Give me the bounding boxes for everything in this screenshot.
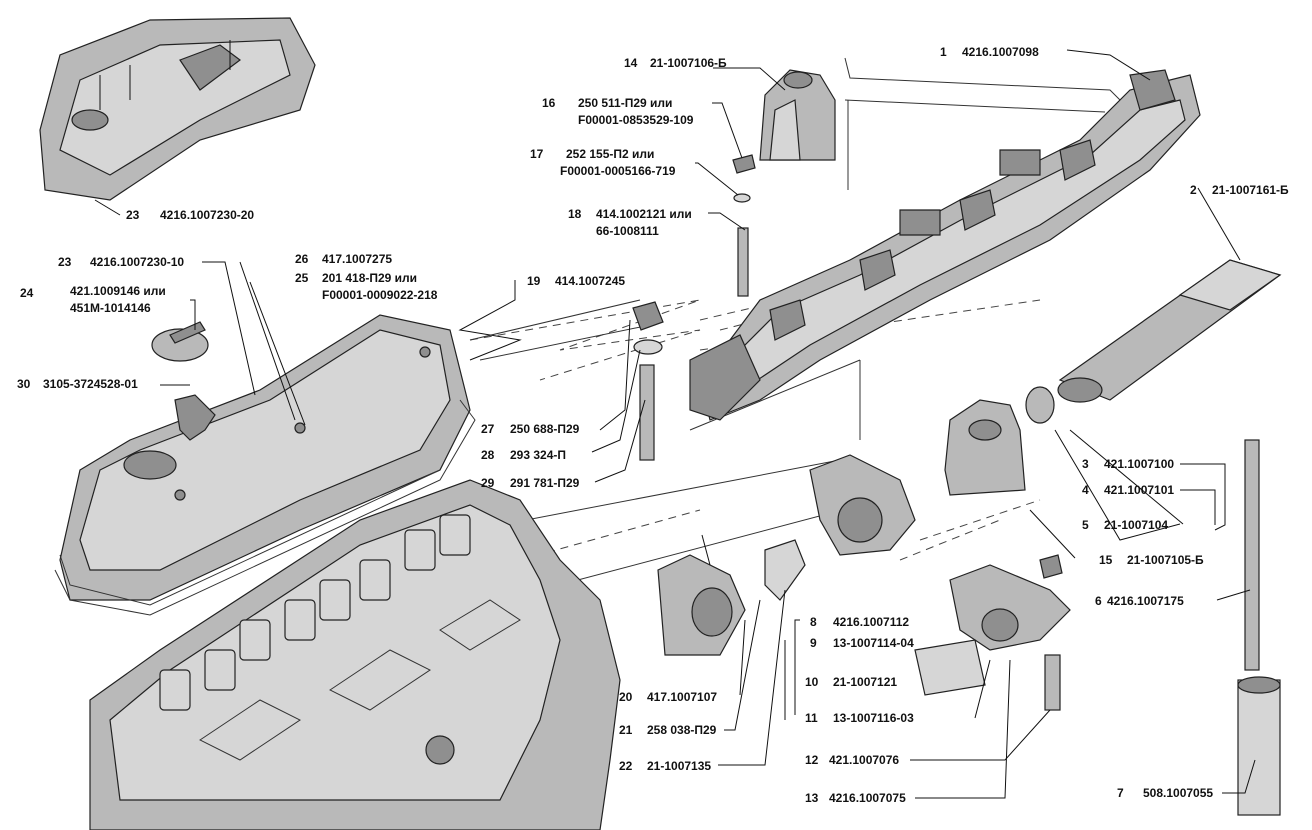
- callout-25-num: 25: [295, 271, 309, 285]
- callout-19-num: 19: [527, 274, 541, 288]
- callout-13-num: 13: [805, 791, 819, 805]
- adjust-screw: [1044, 654, 1061, 711]
- valve-cover-main: [54, 314, 476, 616]
- callout-13-code: 4216.1007075: [829, 791, 906, 805]
- shaft-plug: [1025, 386, 1055, 424]
- callout-1-num: 1: [940, 45, 947, 59]
- callout-12-code: 421.1007076: [829, 753, 899, 767]
- callout-11-num: 11: [805, 711, 818, 725]
- callout-27-code: 250 688-П29: [510, 422, 580, 436]
- callout-20-code: 417.1007107: [647, 690, 717, 704]
- callout-7-num: 7: [1117, 786, 1124, 800]
- locknut: [1039, 554, 1063, 579]
- pushrod: [1244, 439, 1260, 671]
- callout-12-num: 12: [805, 753, 819, 767]
- callout-19-code: 414.1007245: [555, 274, 625, 288]
- callout-14-code: 21-1007106-Б: [650, 56, 727, 70]
- valve-cover-small: [39, 17, 316, 201]
- callout-21-num: 21: [619, 723, 633, 737]
- callout-8-num: 8: [810, 615, 817, 629]
- callout-17-code: 252 155-П2 или: [566, 147, 654, 161]
- callout-7-code: 508.1007055: [1143, 786, 1213, 800]
- callout-3-code: 421.1007100: [1104, 457, 1174, 471]
- spring-washer: [764, 539, 806, 601]
- rocker-bracket-section: [759, 69, 836, 161]
- callout-9-code: 13-1007114-04: [833, 636, 914, 650]
- callout-2-num: 2: [1190, 183, 1197, 197]
- callout-25-code: 201 418-П29 или: [322, 271, 417, 285]
- callout-14-num: 14: [624, 56, 638, 70]
- rocker-shaft-assembly: [689, 69, 1201, 421]
- callout-10-code: 21-1007121: [833, 675, 897, 689]
- rocker-arm-with-bushing: [657, 554, 746, 656]
- callout-25-code-alt: F00001-0009022-218: [322, 288, 438, 302]
- engine-block: [89, 479, 621, 830]
- callout-30-num: 30: [17, 377, 31, 391]
- callout-22-num: 22: [619, 759, 633, 773]
- callout-labels: 1 4216.1007098 2 21-1007161-Б 3 421.1007…: [17, 45, 1289, 805]
- callout-8-code: 4216.1007112: [833, 615, 909, 629]
- valve-springs: [159, 514, 471, 711]
- callout-15-code: 21-1007105-Б: [1127, 553, 1204, 567]
- callout-30-code: 3105-3724528-01: [43, 377, 138, 391]
- callout-16-code: 250 511-П29 или: [578, 96, 672, 110]
- callout-22-code: 21-1007135: [647, 759, 711, 773]
- callout-3-num: 3: [1082, 457, 1089, 471]
- rocker-shaft: [1057, 259, 1282, 403]
- callout-16-code-alt: F00001-0853529-109: [578, 113, 694, 127]
- callout-26-num: 26: [295, 252, 309, 266]
- callout-28-code: 293 324-П: [510, 448, 566, 462]
- callout-24-code: 421.1009146 или: [70, 284, 166, 298]
- tube-opening: [1237, 676, 1281, 694]
- callout-5-code: 21-1007104: [1104, 518, 1168, 532]
- callout-27-num: 27: [481, 422, 495, 436]
- oil-filler-cap: [151, 321, 209, 362]
- intermediate-rocker: [809, 454, 916, 556]
- callout-16-num: 16: [542, 96, 556, 110]
- callout-24-num: 24: [20, 286, 34, 300]
- pushrod-tube: [1237, 679, 1281, 816]
- callout-9-num: 9: [810, 636, 817, 650]
- callout-18-num: 18: [568, 207, 582, 221]
- cotter-pin: [701, 534, 711, 566]
- callout-10-num: 10: [805, 675, 819, 689]
- fastener-stack-upper: [732, 154, 756, 297]
- callout-23a-num: 23: [126, 208, 140, 222]
- callout-28-num: 28: [481, 448, 495, 462]
- callout-15-num: 15: [1099, 553, 1113, 567]
- callout-2-code: 21-1007161-Б: [1212, 183, 1289, 197]
- callout-1-code: 4216.1007098: [962, 45, 1039, 59]
- callout-24-code-alt: 451М-1014146: [70, 301, 151, 315]
- callout-17-num: 17: [530, 147, 544, 161]
- callout-23b-num: 23: [58, 255, 72, 269]
- callout-20-num: 20: [619, 690, 633, 704]
- rocker-bushing: [914, 639, 986, 696]
- callout-18-code-alt: 66-1008111: [596, 224, 659, 238]
- callout-21-code: 258 038-П29: [647, 723, 717, 737]
- callout-6-code: 4216.1007175: [1107, 594, 1184, 608]
- callout-29-code: 291 781-П29: [510, 476, 580, 490]
- rocker-arm: [949, 564, 1071, 651]
- rocker-support: [944, 399, 1026, 496]
- callout-26-code: 417.1007275: [322, 252, 392, 266]
- callout-11-code: 13-1007116-03: [833, 711, 914, 725]
- callout-23b-code: 4216.1007230-10: [90, 255, 184, 269]
- leader-lines: [94, 49, 1256, 799]
- callout-17-code-alt: F00001-0005166-719: [560, 164, 676, 178]
- callout-18-code: 414.1002121 или: [596, 207, 692, 221]
- callout-4-num: 4: [1082, 483, 1089, 497]
- callout-6-num: 6: [1095, 594, 1102, 608]
- callout-4-code: 421.1007101: [1104, 483, 1174, 497]
- callout-5-num: 5: [1082, 518, 1089, 532]
- callout-29-num: 29: [481, 476, 495, 490]
- callout-23a-code: 4216.1007230-20: [160, 208, 254, 222]
- fastener-stack-lower: [632, 301, 664, 461]
- hose-clip: [174, 394, 216, 441]
